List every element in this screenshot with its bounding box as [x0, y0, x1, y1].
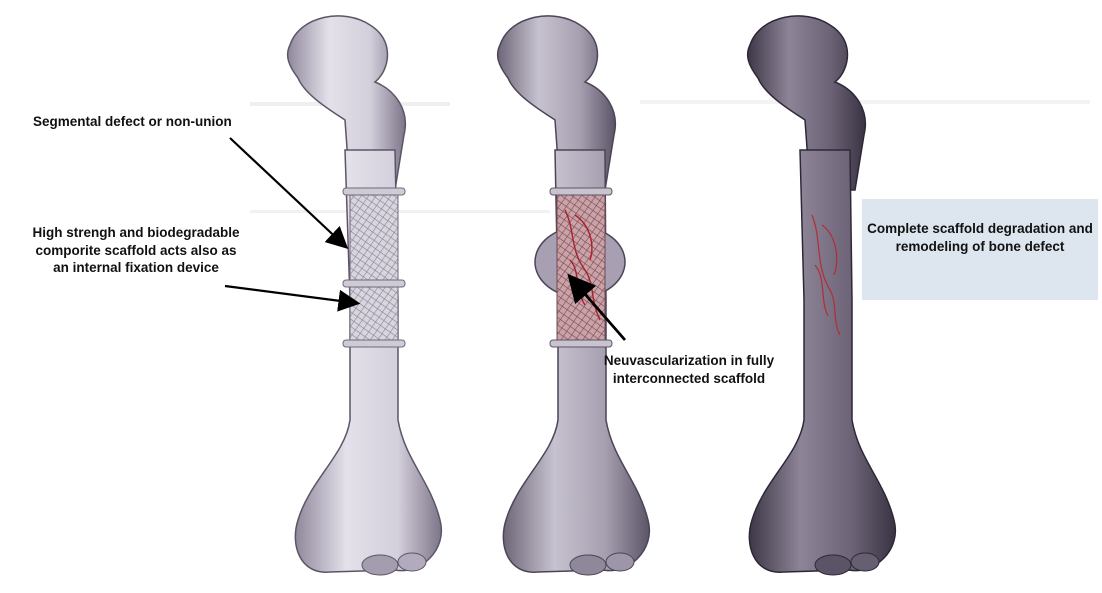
fixation-band — [550, 340, 612, 347]
fixation-band — [343, 280, 405, 287]
femur-bone-1 — [288, 16, 442, 575]
condyle — [362, 555, 398, 575]
label-remodeling: Complete scaffold degradation and remode… — [862, 220, 1098, 255]
arrow-defect — [230, 138, 345, 246]
condyle — [398, 553, 426, 571]
femur-bone-2 — [498, 16, 650, 575]
condyle — [606, 553, 634, 571]
condyle — [851, 553, 879, 571]
fixation-band — [550, 188, 612, 195]
background-artifact — [640, 100, 1090, 104]
condyle — [815, 555, 851, 575]
condyle — [570, 555, 606, 575]
porous-scaffold — [350, 195, 398, 345]
fixation-band — [343, 340, 405, 347]
arrow-scaffold — [225, 286, 356, 303]
label-segmental-defect: Segmental defect or non-union — [33, 113, 232, 131]
background-artifact — [250, 210, 550, 213]
fixation-band — [343, 188, 405, 195]
label-scaffold: High strengh and biodegradable comporite… — [30, 224, 242, 277]
label-neovascularization: Neuvascularization in fully interconnect… — [594, 352, 784, 387]
porous-scaffold — [557, 195, 605, 345]
